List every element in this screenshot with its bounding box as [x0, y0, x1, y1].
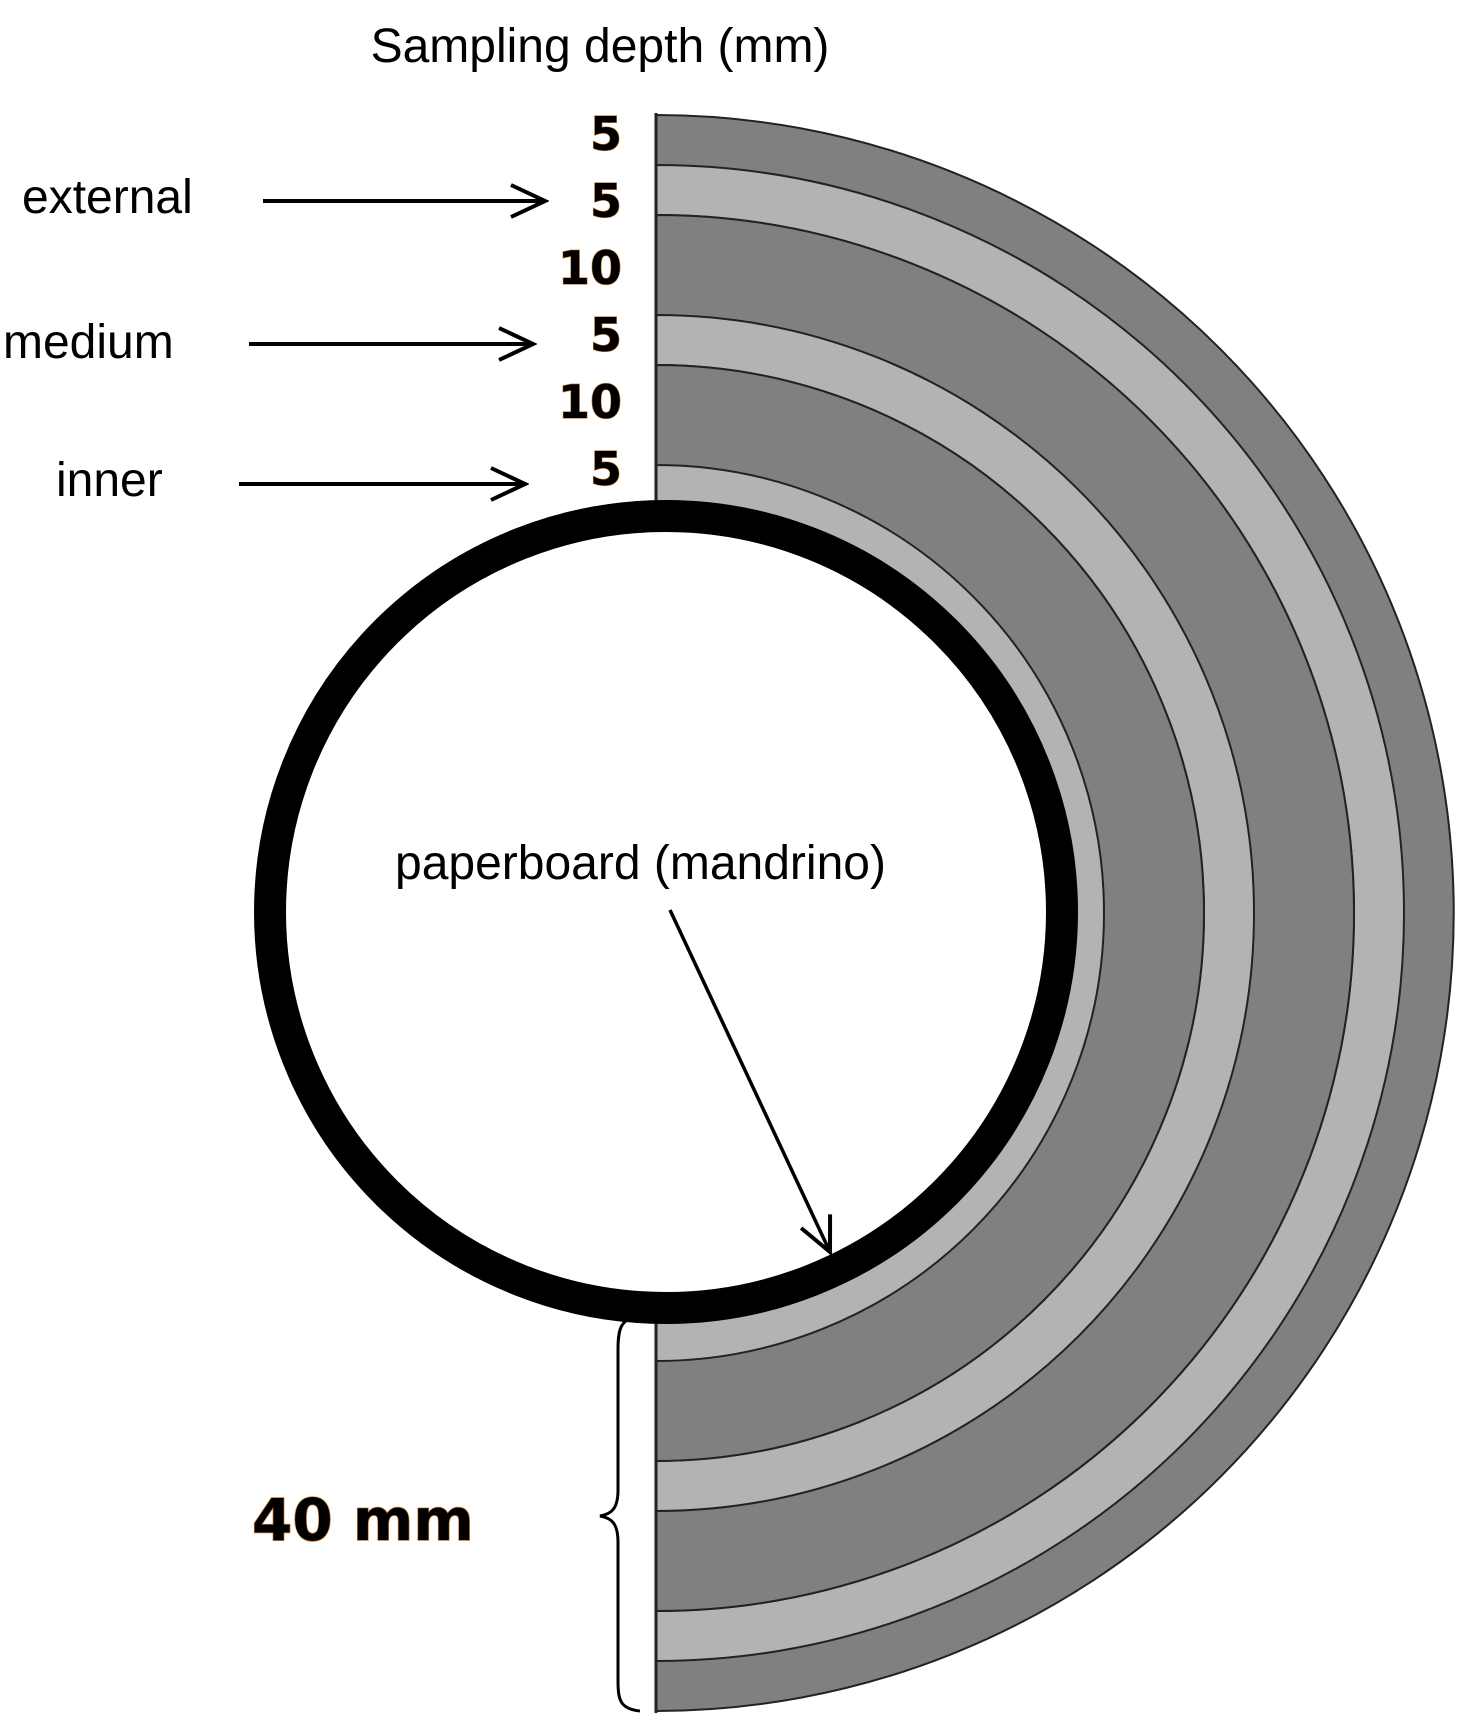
medium-label: medium [3, 316, 174, 369]
depth-values: 5 5 10 5 10 5 [557, 106, 622, 496]
sampling-depth-title: Sampling depth (mm) [371, 20, 830, 73]
inner-label: inner [56, 454, 163, 507]
depth-value: 10 [558, 375, 622, 429]
external-label: external [22, 171, 193, 224]
depth-value: 5 [590, 308, 622, 362]
depth-value: 10 [558, 241, 622, 295]
paperboard-core-ring [254, 500, 1078, 1324]
thickness-brace [599, 1314, 641, 1713]
depth-value: 5 [590, 107, 622, 161]
paperboard-core-arrow [668, 909, 830, 1252]
depth-value: 5 [590, 174, 622, 228]
depth-value: 5 [590, 442, 622, 496]
thickness-label: 40 mm [252, 1486, 474, 1554]
paperboard-core-label: paperboard (mandrino) [395, 837, 886, 890]
